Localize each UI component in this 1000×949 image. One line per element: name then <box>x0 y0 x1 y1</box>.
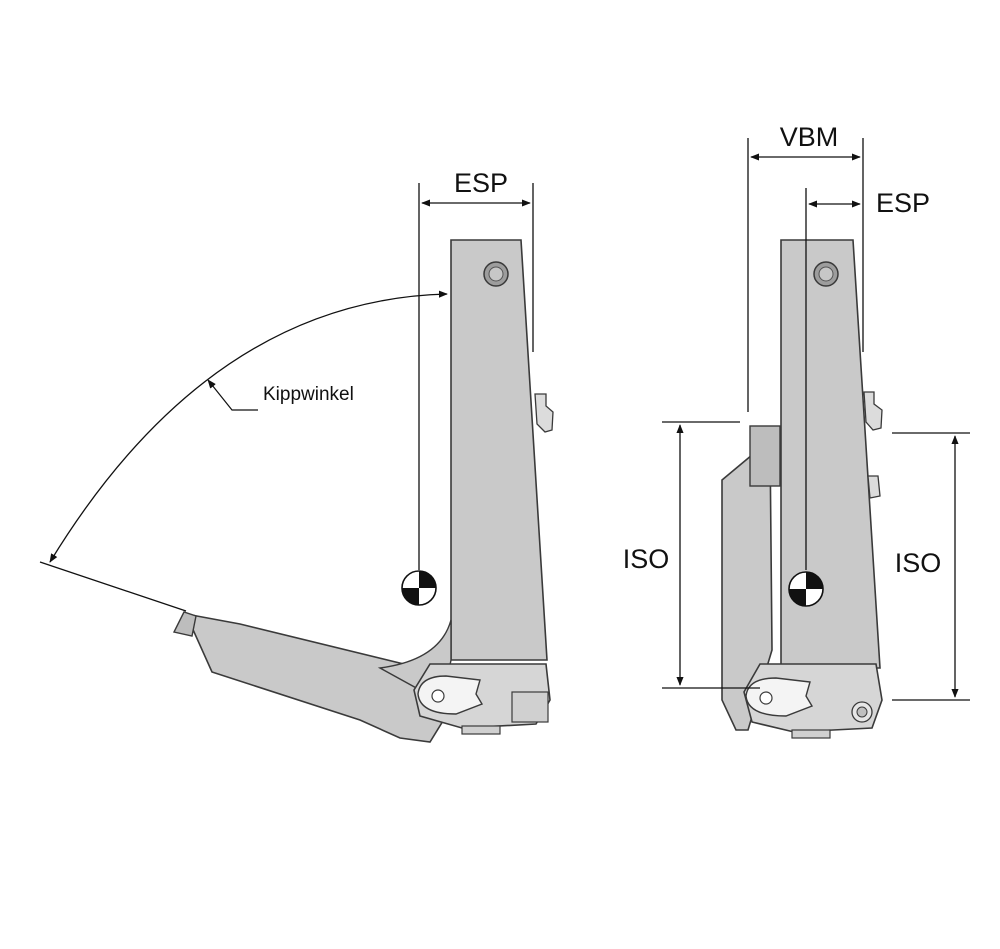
left-fork-shank <box>450 239 548 661</box>
right-block-foot <box>791 729 831 739</box>
right-fork-view: VBM ESP ISO ISO <box>623 122 970 739</box>
iso-right-label: ISO <box>895 548 942 578</box>
tilt-angle-arc <box>49 290 448 563</box>
left-block-side <box>511 691 549 723</box>
left-block-foot <box>461 725 501 735</box>
vbm-label: VBM <box>780 122 839 152</box>
left-fork-tip <box>172 611 197 637</box>
center-of-gravity-icon <box>788 571 824 607</box>
esp-right-label: ESP <box>876 188 930 218</box>
right-lock-tab-lower <box>867 475 881 499</box>
center-of-gravity-icon <box>401 570 437 606</box>
left-fork-view: ESP Kippwinkel <box>39 168 554 743</box>
right-front-plate-top <box>749 425 781 487</box>
esp-left-label: ESP <box>454 168 508 198</box>
bolt-icon <box>483 261 509 287</box>
pin-slot-icon <box>745 677 814 717</box>
right-fork-shank <box>780 239 881 669</box>
bolt-icon <box>813 261 839 287</box>
left-fork-blade <box>184 612 447 743</box>
tilt-reference-line <box>39 561 187 612</box>
iso-left-label: ISO <box>623 544 670 574</box>
right-small-bolt-icon <box>851 701 873 723</box>
kippwinkel-leader <box>207 379 258 411</box>
right-lock-tab-upper <box>863 391 883 431</box>
kippwinkel-label: Kippwinkel <box>263 384 354 405</box>
left-lock-tab <box>534 393 554 433</box>
pin-slot-icon <box>417 675 484 715</box>
